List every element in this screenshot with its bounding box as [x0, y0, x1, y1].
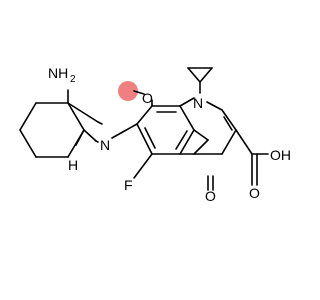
acid-oxygen-label: O: [249, 185, 260, 201]
bond: [179, 105, 195, 131]
bond: [95, 140, 99, 143]
bond: [19, 129, 37, 158]
fluoro-label: F: [124, 177, 133, 193]
molecule-structure: NH 2 N H O N F O OH O: [19, 65, 291, 204]
bond: [179, 129, 195, 155]
bond: [187, 67, 201, 83]
amine-subscript: 2: [70, 74, 76, 85]
bond: [235, 129, 253, 155]
bond: [223, 116, 233, 131]
bond: [136, 105, 153, 125]
acid-hydroxyl-label: OH: [270, 147, 291, 163]
keto-oxygen-label: O: [205, 188, 216, 204]
bond: [193, 139, 209, 155]
pyrrolidine-n-label: N: [100, 137, 110, 153]
bond: [83, 129, 97, 142]
bonds: [19, 67, 269, 191]
bond: [19, 102, 37, 131]
bond: [175, 130, 188, 150]
bond: [67, 102, 85, 131]
bond: [133, 153, 153, 179]
bond: [193, 129, 209, 141]
bond: [133, 90, 145, 95]
hydrogen-label: H: [68, 157, 78, 173]
bond: [144, 127, 156, 149]
bond: [97, 121, 103, 125]
bond: [221, 109, 237, 131]
bond: [75, 129, 85, 146]
bond: [179, 97, 195, 107]
bond: [221, 129, 237, 155]
bond: [67, 102, 99, 123]
methoxy-oxygen-label: O: [142, 90, 153, 106]
amine-label: NH: [48, 65, 68, 81]
bond: [136, 123, 153, 155]
quinolone-n-label: N: [193, 95, 203, 111]
bond: [206, 101, 223, 111]
methyl-highlight: [118, 81, 138, 101]
bond: [111, 123, 138, 139]
bond: [199, 67, 213, 83]
